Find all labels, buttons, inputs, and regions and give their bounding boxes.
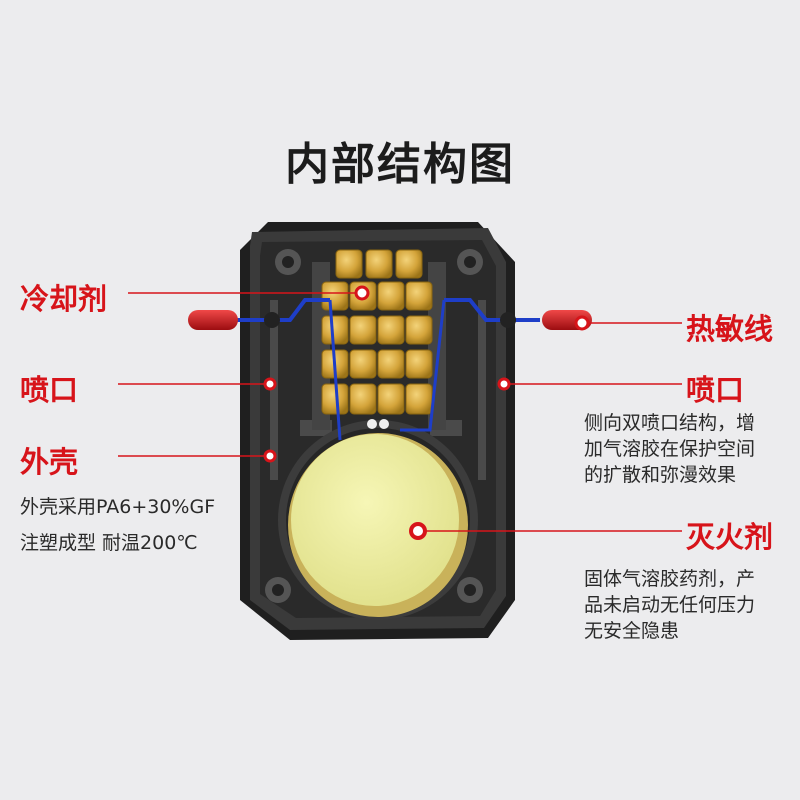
page-title: 内部结构图 (285, 139, 515, 190)
shell-desc-line2: 注塑成型 耐温200℃ (20, 532, 198, 554)
coolant-pellets (321, 249, 433, 429)
nozzle-desc-line1: 侧向双喷口结构，增 (584, 412, 756, 434)
nozzle-desc: 侧向双喷口结构，增 加气溶胶在保护空间 的扩散和弥漫效果 (584, 410, 755, 488)
label-nozzle-right: 喷口 (686, 373, 745, 407)
label-nozzle-left: 喷口 (20, 373, 79, 407)
label-thermal-wire: 热敏线 (686, 312, 774, 346)
shell-desc-line1: 外壳采用PA6+30%GF (20, 496, 216, 518)
agent-desc-line1: 固体气溶胶药剂，产 (584, 568, 756, 590)
agent-desc-line3: 无安全隐患 (584, 620, 680, 642)
extinguishing-agent (288, 433, 468, 617)
red-wire-pins (188, 310, 592, 330)
label-shell: 外壳 (20, 445, 79, 479)
nozzle-desc-line2: 加气溶胶在保护空间 (584, 438, 756, 460)
agent-desc-line2: 品未启动无任何压力 (584, 594, 756, 616)
label-agent: 灭火剂 (686, 520, 774, 554)
leader-dots (263, 285, 590, 540)
agent-desc: 固体气溶胶药剂，产 品未启动无任何压力 无安全隐患 (584, 566, 755, 644)
shell-desc: 外壳采用PA6+30%GF 注塑成型 耐温200℃ (20, 494, 215, 556)
label-coolant: 冷却剂 (20, 282, 108, 316)
nozzle-desc-line3: 的扩散和弥漫效果 (584, 464, 737, 486)
leader-lines (118, 292, 682, 532)
